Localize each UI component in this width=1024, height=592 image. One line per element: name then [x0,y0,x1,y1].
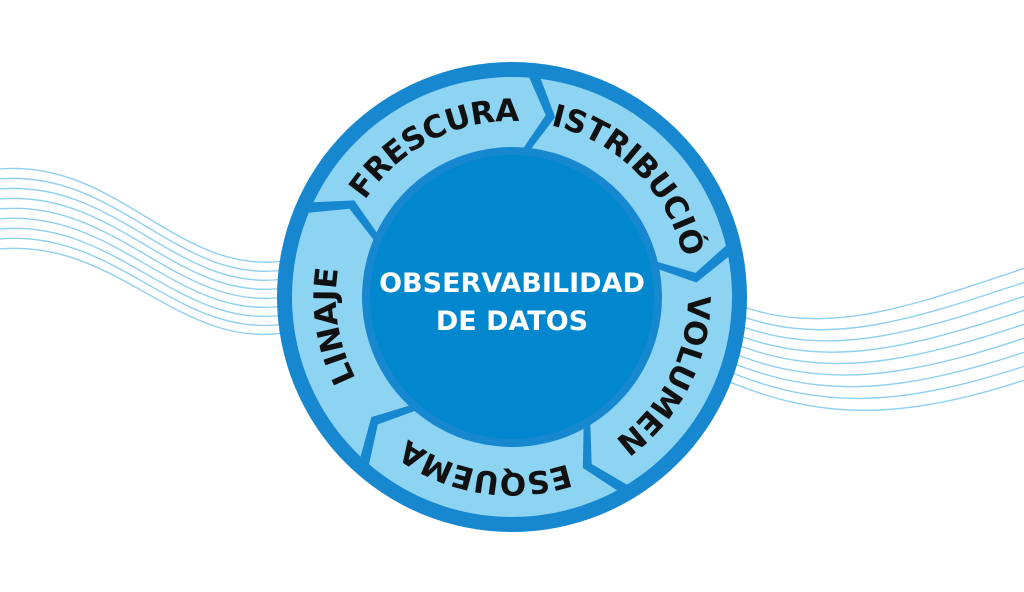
wave-line [724,379,1024,412]
wave-line [724,351,1024,388]
wave-line [724,267,1024,320]
wave-line [0,207,301,300]
center-circle [370,155,654,439]
wave-line [0,167,301,264]
wave-line [724,281,1024,331]
wave-line [0,237,301,327]
wave-line [724,323,1024,365]
segment-distribucion [531,78,726,273]
wave-lines-right [724,267,1024,412]
wave-line [724,309,1024,353]
wave-line [724,295,1024,342]
wave-line [724,337,1024,376]
segment-linaje [292,208,409,457]
center-title-line-1: OBSERVABILIDAD [379,268,645,299]
wave-line [0,177,301,273]
center-title-line-2: DE DATOS [436,306,588,337]
wave-line [0,227,301,318]
wave-lines-left [0,167,301,336]
wave-line [0,187,301,282]
wave-line [724,365,1024,400]
wave-line [0,197,301,291]
segment-esquema [369,411,617,517]
segment-frescura [313,77,546,233]
segment-volumen [590,256,733,485]
wave-line [0,247,301,336]
wave-line [0,217,301,309]
